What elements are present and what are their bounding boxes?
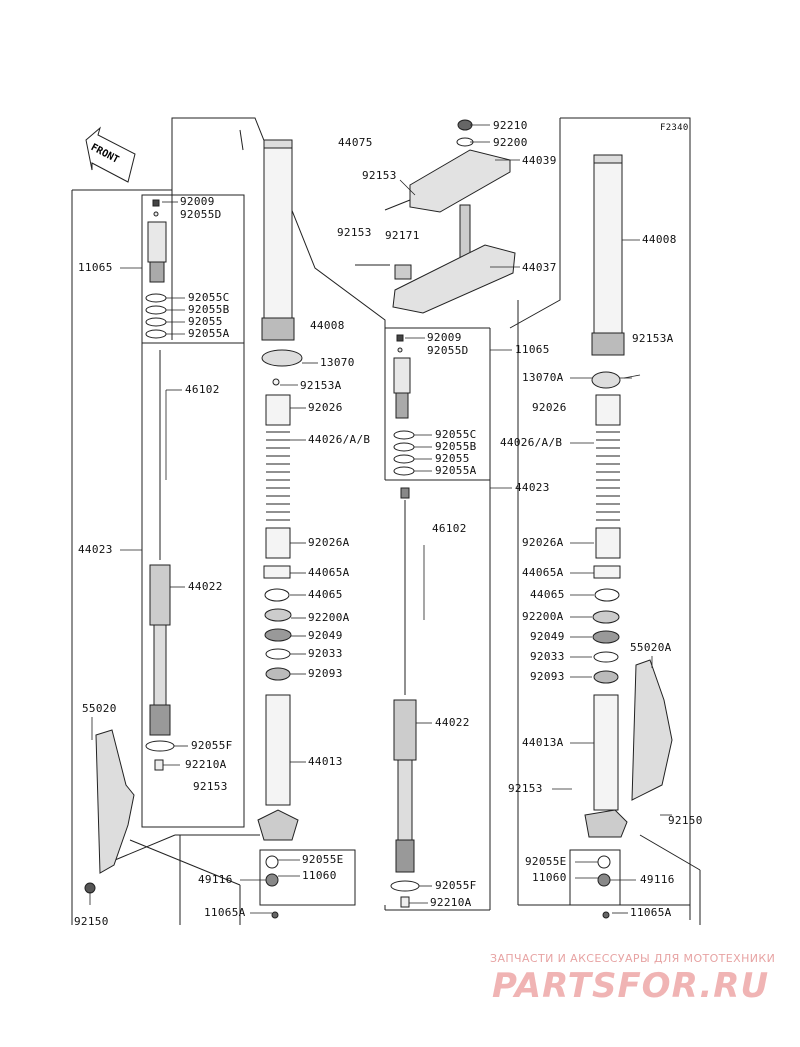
callout-92055C: 92055C <box>188 291 230 304</box>
callout-44065A: 44065A <box>308 566 350 579</box>
callout-92055: 92055 <box>188 315 223 328</box>
right-fork-assembly <box>584 154 628 919</box>
callout-92200A: 92200A <box>522 610 564 623</box>
callout-92033: 92033 <box>308 647 343 660</box>
callout-92153: 92153 <box>362 169 397 182</box>
front-arrow-icon <box>85 126 136 183</box>
callout-92055F: 92055F <box>435 879 477 892</box>
callout-92093: 92093 <box>308 667 343 680</box>
lower-box-right <box>569 849 621 906</box>
callout-92200A: 92200A <box>308 611 350 624</box>
callout-11060: 11060 <box>532 871 567 884</box>
right-fork-guard <box>631 659 673 801</box>
triple-clamp-assembly <box>355 119 516 314</box>
callout-92153: 92153 <box>337 226 372 239</box>
callout-92026A: 92026A <box>308 536 350 549</box>
callout-44008: 44008 <box>642 233 677 246</box>
callout-92093: 92093 <box>530 670 565 683</box>
callout-46102: 46102 <box>432 522 467 535</box>
callout-92055A: 92055A <box>435 464 477 477</box>
callout-92150: 92150 <box>74 915 109 928</box>
left-fork-assembly <box>257 139 303 919</box>
callout-55020A: 55020A <box>630 641 672 654</box>
callout-92055B: 92055B <box>188 303 230 316</box>
callout-92055: 92055 <box>435 452 470 465</box>
callout-44022: 44022 <box>435 716 470 729</box>
callout-92153A: 92153A <box>300 379 342 392</box>
callout-92009: 92009 <box>427 331 462 344</box>
callout-92055E: 92055E <box>525 855 567 868</box>
callout-92055F: 92055F <box>191 739 233 752</box>
callout-44026: 44026/A/B <box>500 436 563 449</box>
callout-92026: 92026 <box>532 401 567 414</box>
callout-49116: 49116 <box>640 873 675 886</box>
callout-44026: 44026/A/B <box>308 433 371 446</box>
callout-92210A: 92210A <box>430 896 472 909</box>
callout-44039: 44039 <box>522 154 557 167</box>
callout-92200: 92200 <box>493 136 528 149</box>
callout-92055C: 92055C <box>435 428 477 441</box>
callout-92049: 92049 <box>308 629 343 642</box>
callout-11065A: 11065A <box>630 906 672 919</box>
callout-44013A: 44013A <box>522 736 564 749</box>
left-cartridge-parts <box>145 199 175 771</box>
callout-55020: 55020 <box>82 702 117 715</box>
callout-92033: 92033 <box>530 650 565 663</box>
callout-49116: 49116 <box>198 873 233 886</box>
callout-11060: 11060 <box>302 869 337 882</box>
left-fork-guard <box>95 729 135 874</box>
callout-92210A: 92210A <box>185 758 227 771</box>
callout-92153: 92153 <box>193 780 228 793</box>
callout-46102: 46102 <box>185 383 220 396</box>
figure-code: F2340 <box>660 123 689 133</box>
callout-92026A: 92026A <box>522 536 564 549</box>
callout-92150: 92150 <box>668 814 703 827</box>
callout-92210: 92210 <box>493 119 528 132</box>
callout-44065: 44065 <box>308 588 343 601</box>
callout-11065A: 11065A <box>204 906 246 919</box>
callout-44023: 44023 <box>78 543 113 556</box>
callout-44037: 44037 <box>522 261 557 274</box>
callout-13070A: 13070A <box>522 371 564 384</box>
callout-44065: 44065 <box>530 588 565 601</box>
callout-44022: 44022 <box>188 580 223 593</box>
leader-lines <box>89 124 672 914</box>
callout-92153A: 92153A <box>632 332 674 345</box>
rod-box-left <box>141 342 245 828</box>
watermark-tagline: ЗАПЧАСТИ И АКСЕССУАРЫ ДЛЯ МОТОТЕХНИКИ <box>490 952 776 965</box>
callout-92153: 92153 <box>508 782 543 795</box>
callout-92055A: 92055A <box>188 327 230 340</box>
callout-44075: 44075 <box>338 136 373 149</box>
callout-44065A: 44065A <box>522 566 564 579</box>
lower-box-left <box>259 849 356 906</box>
callout-11065: 11065 <box>515 343 550 356</box>
callout-13070: 13070 <box>320 356 355 369</box>
callout-44013: 44013 <box>308 755 343 768</box>
callout-92049: 92049 <box>530 630 565 643</box>
callout-44008: 44008 <box>310 319 345 332</box>
callout-92055D: 92055D <box>427 344 469 357</box>
callout-92026: 92026 <box>308 401 343 414</box>
callout-92171: 92171 <box>385 229 420 242</box>
callout-11065: 11065 <box>78 261 113 274</box>
callout-92055D: 92055D <box>180 208 222 221</box>
watermark-logo: PARTSFOR.RU <box>492 966 770 1006</box>
callout-92055E: 92055E <box>302 853 344 866</box>
callout-92055B: 92055B <box>435 440 477 453</box>
center-cartridge-parts <box>390 334 420 908</box>
callout-44023: 44023 <box>515 481 550 494</box>
callout-92009: 92009 <box>180 195 215 208</box>
